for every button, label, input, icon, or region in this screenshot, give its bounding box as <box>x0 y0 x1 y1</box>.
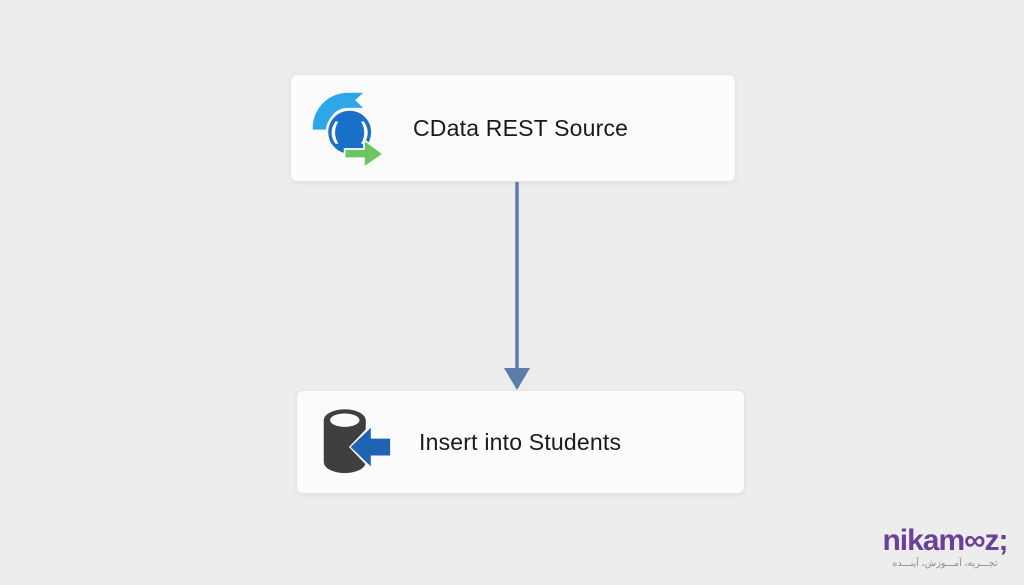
dataflow-connector-arrow[interactable] <box>500 182 534 391</box>
node-cdata-rest-source[interactable]: ( ) CData REST Source <box>290 74 736 182</box>
database-destination-icon <box>323 409 391 474</box>
node-label-destination: Insert into Students <box>419 428 622 455</box>
nikamooz-logo: nikam∞z; تجـــربه، آمـــوزش، آینـــده <box>874 524 1016 570</box>
nikamooz-wordmark: nikam∞z; <box>882 524 1008 557</box>
rest-source-icon: ( ) <box>312 92 385 170</box>
node-insert-into-students[interactable]: Insert into Students <box>296 390 745 494</box>
node-label-source: CData REST Source <box>413 114 629 141</box>
nikamooz-tagline: تجـــربه، آمـــوزش، آینـــده <box>892 558 998 569</box>
